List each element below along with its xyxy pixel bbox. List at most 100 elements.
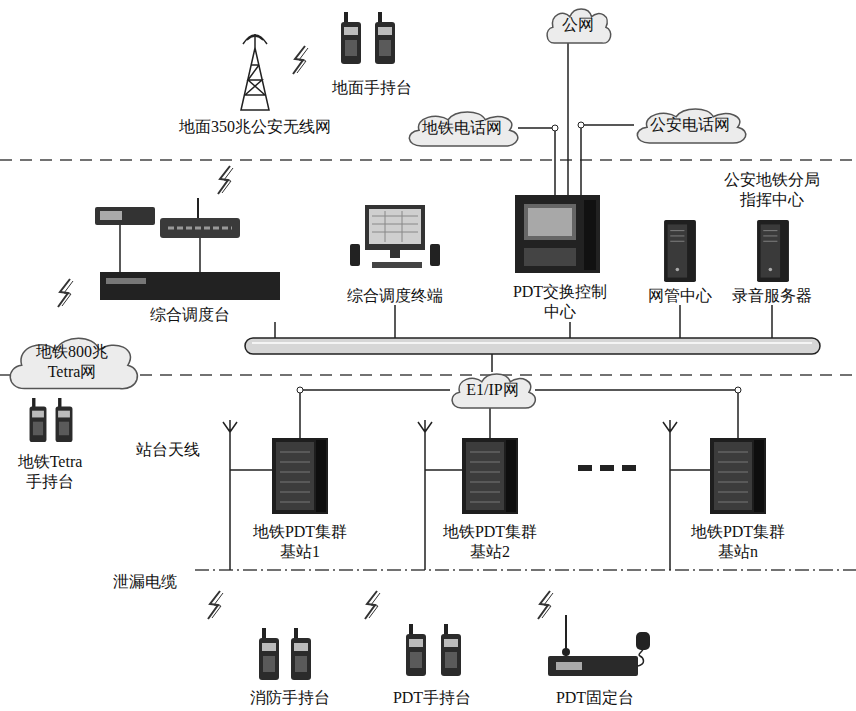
cloud-label: E1/IP网	[466, 380, 518, 400]
dispatch-console	[95, 198, 280, 300]
speaker	[350, 244, 360, 266]
server-tower	[664, 220, 696, 282]
cloud-label: 公网	[562, 15, 594, 35]
switching-rack	[515, 195, 600, 273]
rack-drawer	[524, 248, 576, 266]
handheld-radio	[30, 398, 47, 442]
network-bus	[245, 338, 820, 354]
bus-drop	[771, 305, 773, 340]
mobile-radio	[95, 207, 155, 225]
tower-waves	[243, 35, 267, 44]
cloud-outline	[4, 331, 140, 393]
console-cable	[119, 225, 121, 272]
caption-label: 消防手持台	[250, 688, 330, 708]
bus-drop	[491, 352, 493, 372]
radio-tower	[241, 34, 269, 110]
bus-drop	[679, 305, 681, 340]
network-cloud: 公网	[544, 4, 612, 46]
handheld-radio	[291, 628, 311, 680]
cloud-shape	[637, 109, 745, 143]
cloud-label: 地铁电话网	[422, 118, 502, 138]
fixed-station-screen	[556, 662, 582, 670]
base-station-rack	[272, 438, 328, 514]
caption-label: 地面手持台	[332, 78, 412, 98]
equipment-node: 地铁PDT集群 基站1	[247, 438, 353, 562]
monitor-stand	[390, 250, 400, 258]
network-link	[581, 125, 634, 195]
mobile-radio-screen	[100, 211, 122, 220]
antenna-base	[562, 648, 570, 656]
ellipsis-dash	[578, 465, 592, 471]
rack-screen-image	[528, 208, 572, 236]
equipment-node: PDT交换控制 中心	[505, 195, 615, 322]
antenna-feed	[670, 432, 710, 570]
equipment-node: 地铁PDT集群 基站2	[437, 438, 543, 562]
equipment-label: 综合调度终端	[347, 286, 443, 306]
cloud-label: 公安电话网	[650, 115, 730, 135]
console-unit	[100, 272, 280, 300]
link-joint	[578, 122, 584, 128]
monitor-screen	[369, 209, 421, 244]
console-cable	[199, 238, 201, 272]
cloud-label: 地铁800兆 Tetra网	[22, 342, 122, 382]
handheld-radio	[259, 628, 279, 680]
bus-drop	[394, 305, 396, 340]
network-link	[535, 390, 738, 438]
dispatch-terminal	[350, 205, 440, 268]
handheld-radio	[56, 398, 73, 442]
equipment-label: 网管中心	[648, 286, 712, 306]
wireless-bolt	[218, 166, 233, 194]
speaker	[430, 244, 440, 266]
region-divider	[0, 159, 856, 161]
handheld-radio	[406, 624, 426, 676]
fixed-station	[548, 615, 650, 676]
ellipsis-dashes	[578, 465, 636, 471]
caption-label: PDT固定台	[556, 688, 634, 708]
network-cloud: 地铁800兆 Tetra网	[4, 331, 140, 393]
network-cloud: 地铁电话网	[404, 107, 520, 149]
network-link	[567, 43, 569, 195]
rack-side	[584, 200, 596, 270]
cloud-shape	[452, 374, 535, 408]
wireless-bolt	[365, 591, 380, 619]
caption-label: PDT手持台	[393, 688, 471, 708]
network-link	[518, 128, 555, 195]
network-cloud: 公安电话网	[632, 104, 748, 146]
ellipsis-dash	[622, 465, 636, 471]
console-panel	[106, 278, 146, 284]
equipment-node: 综合调度台	[95, 195, 285, 325]
equipment-label: 地铁PDT集群 基站1	[250, 522, 350, 562]
station-antenna	[418, 420, 432, 432]
link-joint	[297, 387, 303, 393]
tower-frame	[241, 48, 269, 110]
wireless-bolt	[293, 46, 308, 74]
equipment-node: 综合调度终端	[340, 200, 450, 306]
base-station-rack	[710, 438, 766, 514]
network-link	[300, 390, 450, 438]
cloud-shape	[547, 9, 611, 43]
handset	[636, 632, 650, 650]
equipment-label: PDT交换控制 中心	[510, 282, 610, 322]
network-link	[489, 408, 491, 438]
equipment-label: 地铁PDT集群 基站n	[688, 522, 788, 562]
antenna-feed	[230, 432, 272, 570]
caption-label: 地面350兆公安无线网	[179, 117, 331, 137]
link-joint	[735, 387, 741, 393]
desk-radio	[160, 218, 240, 238]
equipment-node: 网管中心	[638, 218, 722, 306]
rack-body	[515, 195, 600, 273]
equipment-label: 录音服务器	[732, 286, 812, 306]
desk-antenna	[197, 198, 199, 218]
server-tower	[757, 220, 789, 282]
station-antenna	[663, 420, 677, 432]
rack-screen	[524, 204, 576, 240]
cloud-shape	[10, 338, 137, 389]
equipment-label: 综合调度台	[150, 305, 230, 325]
base-station-rack	[462, 438, 518, 514]
network-cloud: E1/IP网	[448, 369, 537, 411]
wireless-bolt	[208, 591, 223, 619]
equipment-label: 地铁PDT集群 基站2	[440, 522, 540, 562]
fixed-station-body	[548, 656, 638, 676]
antenna-wiring	[223, 420, 710, 570]
